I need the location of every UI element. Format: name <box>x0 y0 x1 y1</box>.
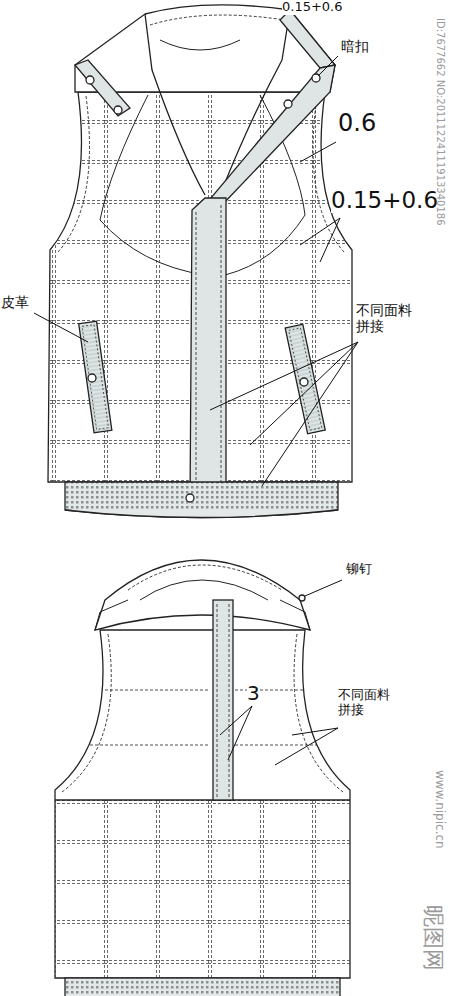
watermark: ID:7677662 NO:20111224111913340186 <box>435 18 447 226</box>
part-label: 皮革 <box>1 294 29 310</box>
back-vest <box>50 560 355 996</box>
part-label: 暗扣 <box>341 38 369 54</box>
part-label: 不同面料拼接 <box>338 688 396 718</box>
dimension-label: 0.15+0.6 <box>331 187 438 213</box>
front-vest <box>40 5 370 518</box>
part-label: 铆钉 <box>346 562 372 577</box>
watermark: 昵图网 <box>421 905 446 971</box>
dimension-label: 3 <box>247 682 260 705</box>
part-label: 不同面料拼接 <box>356 302 418 334</box>
leader-lines <box>34 56 358 765</box>
dimension-label: 0.15+0.6 <box>282 0 343 15</box>
watermark: www.nipic.cn <box>432 770 446 849</box>
dimension-label: 0.6 <box>338 110 376 138</box>
